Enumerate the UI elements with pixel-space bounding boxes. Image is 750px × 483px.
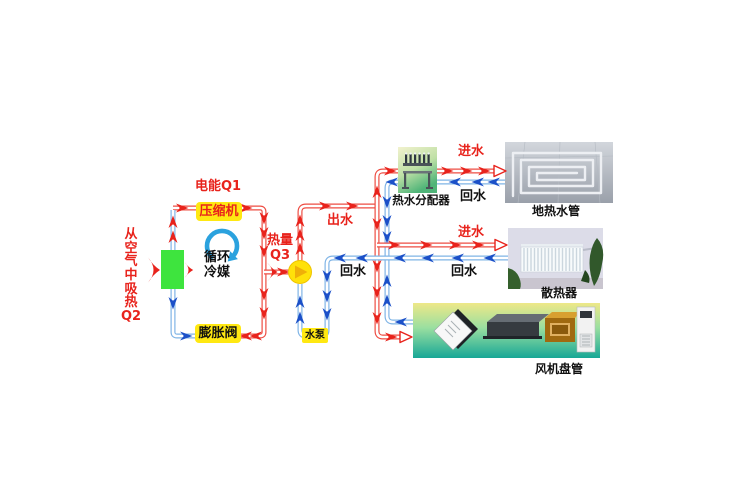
electric-input-label: 电能Q1: [195, 179, 242, 194]
inlet-arrowhead-radiator: [494, 238, 508, 252]
pump-triangle-icon: [295, 265, 308, 279]
floor-heating-label: 地热水管: [531, 204, 580, 218]
water-outlet-label: 出水: [327, 213, 354, 228]
evaporator: [148, 250, 194, 289]
floor-heating-image: [504, 141, 614, 204]
refrigerant-label: 循环 冷媒: [203, 250, 230, 280]
inlet-arrowhead-fancoil: [399, 330, 413, 344]
absorb-heat-label: 从 空 气 中 吸 热 Q2: [121, 227, 142, 324]
fan-coil-image: [413, 303, 600, 358]
water-pump: [288, 260, 312, 284]
floor-supply-label: 进水: [458, 144, 485, 159]
radiator-image: [508, 228, 604, 289]
distributor-label: 热水分配器: [392, 193, 450, 207]
inlet-arrowhead-floor: [493, 164, 507, 178]
radiator-return-label: 回水: [451, 264, 478, 279]
compressor-label: 压缩机: [196, 202, 242, 221]
floor-return-label: 回水: [460, 189, 487, 204]
water-pipes: [297, 168, 508, 340]
fan-coil-label: 风机盘管: [534, 362, 583, 376]
radiator-supply-label: 进水: [458, 225, 485, 240]
heat-output-label: 热量 Q3: [266, 233, 293, 263]
pump-label: 水泵: [302, 328, 328, 343]
cycle-arrow-icon: [204, 228, 240, 262]
radiator-label: 散热器: [540, 286, 577, 300]
water-return-main-label: 回水: [340, 264, 367, 279]
distributor-image: [398, 147, 437, 193]
inlet-arrowheads: [399, 164, 508, 344]
expansion-valve-label: 膨胀阀: [195, 324, 241, 343]
